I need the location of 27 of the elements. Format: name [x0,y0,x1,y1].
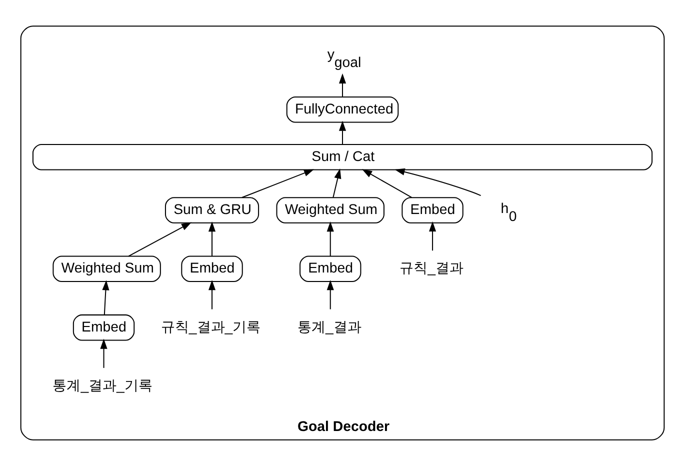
node-box: Weighted Sum [52,256,161,282]
node-box: Weighted Sum [276,197,384,224]
arrow [394,168,481,196]
arrow [338,120,346,144]
arrow [326,280,334,310]
node-text: 통계_결과 [297,319,362,336]
node-box: FullyConnected [286,96,399,123]
arrow [128,222,192,257]
arrow [242,169,314,198]
node-text: 통계_결과_기록 [52,378,152,394]
arrow [102,280,110,315]
arrow [208,280,216,310]
node-text: 규칙_결과_기록 [160,319,261,336]
node-box: Embed [72,314,135,341]
node-box: Sum / Cat [32,144,653,170]
arrow [100,338,108,368]
node-box: Sum & GRU [164,197,260,224]
arrow [208,221,216,256]
arrow [362,169,412,198]
arrow [428,221,436,251]
arrow [326,221,334,256]
arrow [332,168,342,198]
node-box: Embed [300,256,362,282]
arrow [338,73,346,97]
node-box: Embed [181,256,243,282]
node-text: 규칙_결과 [400,260,464,277]
node-box: Embed [402,197,464,224]
